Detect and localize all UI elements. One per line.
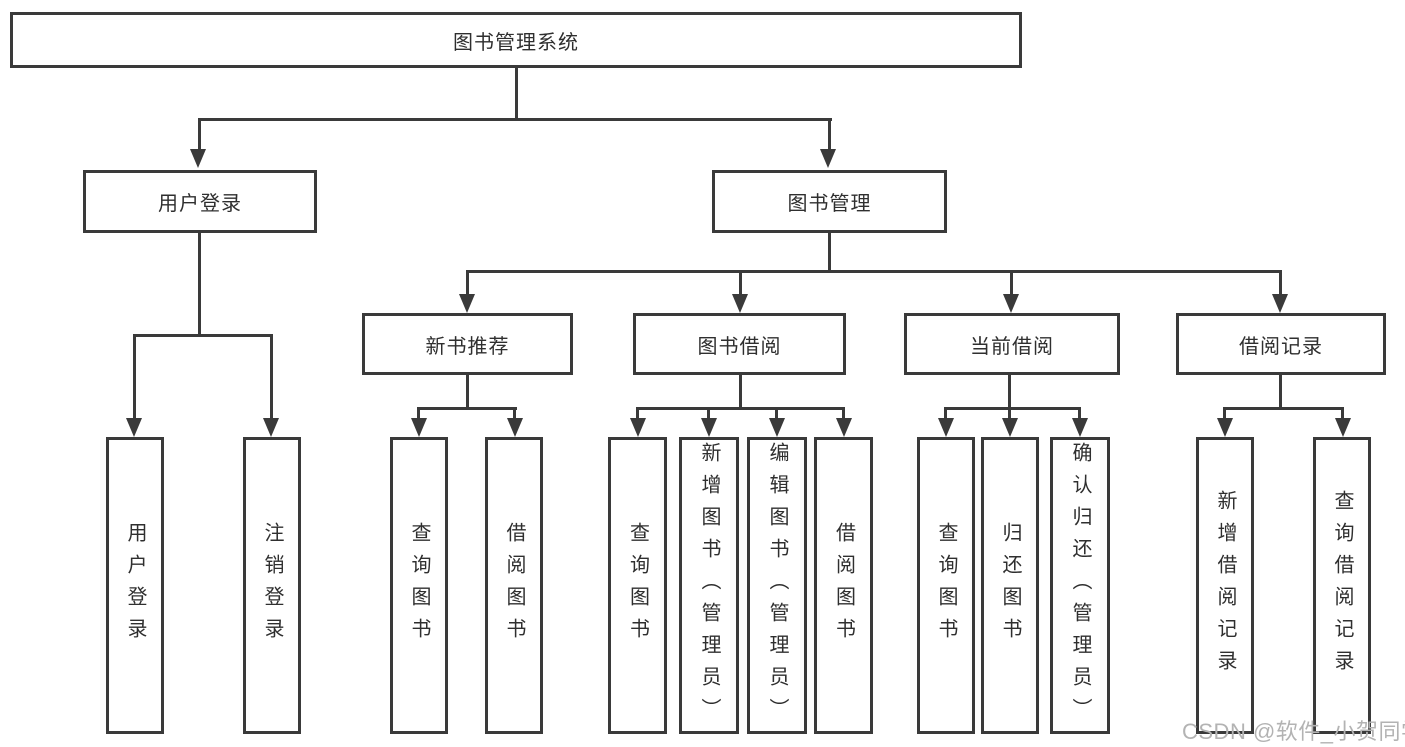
node-new-book-recommend: 新书推荐 xyxy=(362,313,573,375)
leaf-query-borrow-record: 查询借阅记录 xyxy=(1313,437,1371,734)
leaf-borrowing-query-books: 查询图书 xyxy=(608,437,667,734)
connector-line xyxy=(198,118,832,121)
arrowhead-icon xyxy=(1003,294,1019,313)
leaf-recommend-query-books: 查询图书 xyxy=(390,437,448,734)
connector-line xyxy=(1010,270,1013,295)
arrowhead-icon xyxy=(126,418,142,437)
leaf-borrowing-query-books-label: 查询图书 xyxy=(626,521,649,650)
connector-line xyxy=(198,233,201,335)
arrowhead-icon xyxy=(1272,294,1288,313)
arrowhead-icon xyxy=(938,418,954,437)
arrowhead-icon xyxy=(732,294,748,313)
node-borrowing-records: 借阅记录 xyxy=(1176,313,1386,375)
connector-line xyxy=(944,407,1081,410)
node-user-login: 用户登录 xyxy=(83,170,317,233)
arrowhead-icon xyxy=(769,418,785,437)
arrowhead-icon xyxy=(411,418,427,437)
node-root: 图书管理系统 xyxy=(10,12,1022,68)
connector-line xyxy=(198,118,201,151)
connector-line xyxy=(1341,407,1344,419)
leaf-current-query-books: 查询图书 xyxy=(917,437,975,734)
arrowhead-icon xyxy=(630,418,646,437)
leaf-recommend-borrow-books-label: 借阅图书 xyxy=(503,521,525,650)
connector-line xyxy=(1008,375,1011,408)
arrowhead-icon xyxy=(836,418,852,437)
arrowhead-icon xyxy=(820,149,836,168)
leaf-confirm-return-admin: 确认归还（管理员） xyxy=(1050,437,1110,734)
leaf-borrowing-borrow-books: 借阅图书 xyxy=(814,437,873,734)
connector-line xyxy=(707,407,710,419)
connector-line xyxy=(1279,270,1282,295)
connector-line xyxy=(1223,407,1226,419)
leaf-current-query-books-label: 查询图书 xyxy=(935,521,957,650)
leaf-recommend-borrow-books: 借阅图书 xyxy=(485,437,543,734)
leaf-edit-books-admin-label: 编辑图书（管理员） xyxy=(766,441,788,730)
leaf-user-login: 用户登录 xyxy=(106,437,164,734)
connector-line xyxy=(828,233,831,271)
leaf-user-login-label: 用户登录 xyxy=(124,521,146,650)
leaf-return-books: 归还图书 xyxy=(981,437,1039,734)
leaf-edit-books-admin: 编辑图书（管理员） xyxy=(747,437,807,734)
leaf-query-borrow-record-label: 查询借阅记录 xyxy=(1331,489,1353,682)
connector-line xyxy=(739,270,742,295)
leaf-logout: 注销登录 xyxy=(243,437,301,734)
leaf-add-borrow-record: 新增借阅记录 xyxy=(1196,437,1254,734)
leaf-add-books-admin: 新增图书（管理员） xyxy=(679,437,739,734)
connector-line xyxy=(828,118,831,151)
node-book-management: 图书管理 xyxy=(712,170,947,233)
node-book-borrowing: 图书借阅 xyxy=(633,313,846,375)
arrowhead-icon xyxy=(459,294,475,313)
leaf-add-books-admin-label: 新增图书（管理员） xyxy=(698,441,720,730)
connector-line xyxy=(133,334,273,337)
connector-line xyxy=(513,407,516,419)
arrowhead-icon xyxy=(1002,418,1018,437)
arrowhead-icon xyxy=(263,418,279,437)
leaf-confirm-return-admin-label: 确认归还（管理员） xyxy=(1069,441,1091,730)
connector-line xyxy=(944,407,947,419)
leaf-recommend-query-books-label: 查询图书 xyxy=(408,521,430,650)
connector-line xyxy=(417,407,420,419)
arrowhead-icon xyxy=(701,418,717,437)
connector-line xyxy=(1008,407,1011,419)
connector-line xyxy=(515,68,518,118)
arrowhead-icon xyxy=(507,418,523,437)
connector-line xyxy=(466,375,469,408)
leaf-return-books-label: 归还图书 xyxy=(999,521,1021,650)
connector-line xyxy=(1223,407,1344,410)
connector-line xyxy=(270,334,273,419)
connector-line xyxy=(466,270,1282,273)
leaf-borrowing-borrow-books-label: 借阅图书 xyxy=(832,521,855,650)
arrowhead-icon xyxy=(1217,418,1233,437)
watermark: CSDN @软件_小贺同学 xyxy=(1182,719,1405,744)
connector-line xyxy=(842,407,845,419)
connector-line xyxy=(739,375,742,408)
connector-line xyxy=(636,407,639,419)
leaf-add-borrow-record-label: 新增借阅记录 xyxy=(1214,489,1236,682)
connector-line xyxy=(466,270,469,295)
arrowhead-icon xyxy=(1335,418,1351,437)
arrowhead-icon xyxy=(1072,418,1088,437)
node-current-borrowing: 当前借阅 xyxy=(904,313,1120,375)
leaf-logout-label: 注销登录 xyxy=(261,521,283,650)
connector-line xyxy=(636,407,845,410)
connector-line xyxy=(1078,407,1081,419)
connector-line xyxy=(133,334,136,419)
connector-line xyxy=(1279,375,1282,408)
connector-line xyxy=(775,407,778,419)
arrowhead-icon xyxy=(190,149,206,168)
connector-line xyxy=(417,407,517,410)
